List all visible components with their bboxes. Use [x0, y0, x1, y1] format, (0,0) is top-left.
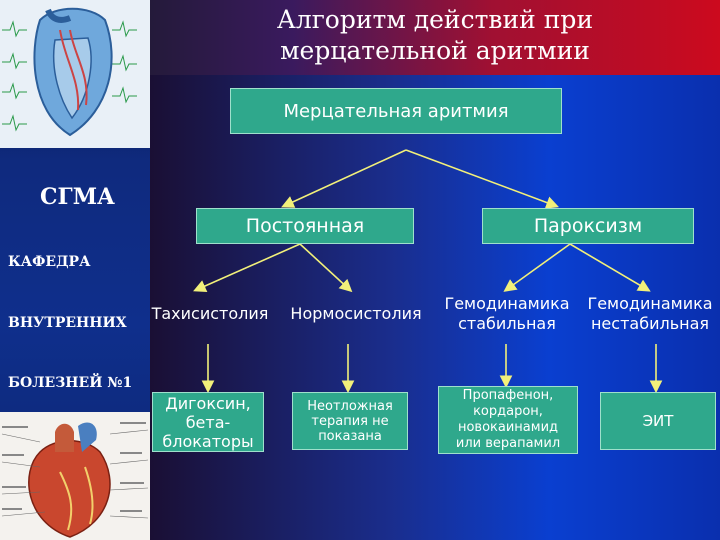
arrow-root-to-permanent — [281, 149, 407, 208]
node-treat-normo: Неотложная терапия не показана — [292, 392, 408, 450]
node-hemo-unstable-line-1: Гемодинамика — [587, 294, 713, 313]
sidebar-dept-line-2: ВНУТРЕННИХ — [8, 315, 127, 331]
title-band — [150, 0, 720, 75]
node-treat-tachy-line-3: блокаторы — [162, 431, 254, 451]
node-treat-normo-line-3: показана — [318, 428, 382, 444]
node-treat-tachy-line-2: бета- — [185, 412, 231, 432]
node-treat-stable-line-2: кордарон, — [473, 404, 543, 419]
heart-ecg-illustration — [0, 0, 150, 148]
node-root: Мерцательная аритмия — [230, 88, 562, 134]
title-line-1: Алгоритм действий при — [276, 5, 594, 34]
node-treat-unstable: ЭИТ — [600, 392, 716, 450]
arrow-paroxysm-to-stable — [503, 243, 571, 292]
node-tachysystole: Тахисистолия — [151, 304, 269, 323]
node-treat-stable-line-3: новокаинамид — [457, 420, 559, 435]
node-treat-stable: Пропафенон, кордарон, новокаинамид или в… — [438, 386, 578, 454]
node-root-label: Мерцательная аритмия — [283, 100, 509, 122]
arrow-permanent-to-normo — [299, 243, 353, 293]
arrow-permanent-to-tachy — [193, 243, 301, 292]
node-treat-stable-line-4: или верапамил — [455, 436, 561, 451]
node-permanent: Постоянная — [196, 208, 414, 244]
node-treat-tachy-line-1: Дигоксин, — [165, 393, 251, 413]
slide-title: Алгоритм действий при мерцательной аритм… — [150, 4, 720, 66]
sidebar-dept-line-3: БОЛЕЗНЕЙ №1 — [8, 375, 133, 391]
node-treat-normo-line-1: Неотложная — [307, 398, 393, 414]
arrow-paroxysm-to-unstable — [569, 243, 651, 292]
node-treat-stable-line-1: Пропафенон, — [462, 388, 554, 403]
heart-anatomy-illustration — [0, 412, 150, 540]
node-treat-unstable-label: ЭИТ — [642, 412, 674, 430]
title-line-2: мерцательной аритмии — [280, 36, 590, 65]
node-hemo-stable: Гемодинамика стабильная — [436, 294, 578, 334]
sidebar-dept-line-1: КАФЕДРА — [8, 254, 91, 270]
node-hemo-stable-line-1: Гемодинамика — [444, 294, 570, 313]
node-permanent-label: Постоянная — [245, 215, 365, 237]
node-treat-tachy: Дигоксин, бета- блокаторы — [152, 392, 264, 452]
node-paroxysm: Пароксизм — [482, 208, 694, 244]
node-paroxysm-label: Пароксизм — [533, 215, 643, 237]
node-hemo-stable-line-2: стабильная — [458, 314, 556, 333]
node-treat-normo-line-2: терапия не — [311, 413, 389, 429]
arrow-root-to-paroxysm — [405, 149, 559, 209]
sidebar-org: СГМА — [40, 184, 115, 210]
node-hemo-unstable: Гемодинамика нестабильная — [580, 294, 720, 334]
node-hemo-unstable-line-2: нестабильная — [590, 314, 710, 333]
node-normosystole: Нормосистолия — [290, 304, 422, 323]
